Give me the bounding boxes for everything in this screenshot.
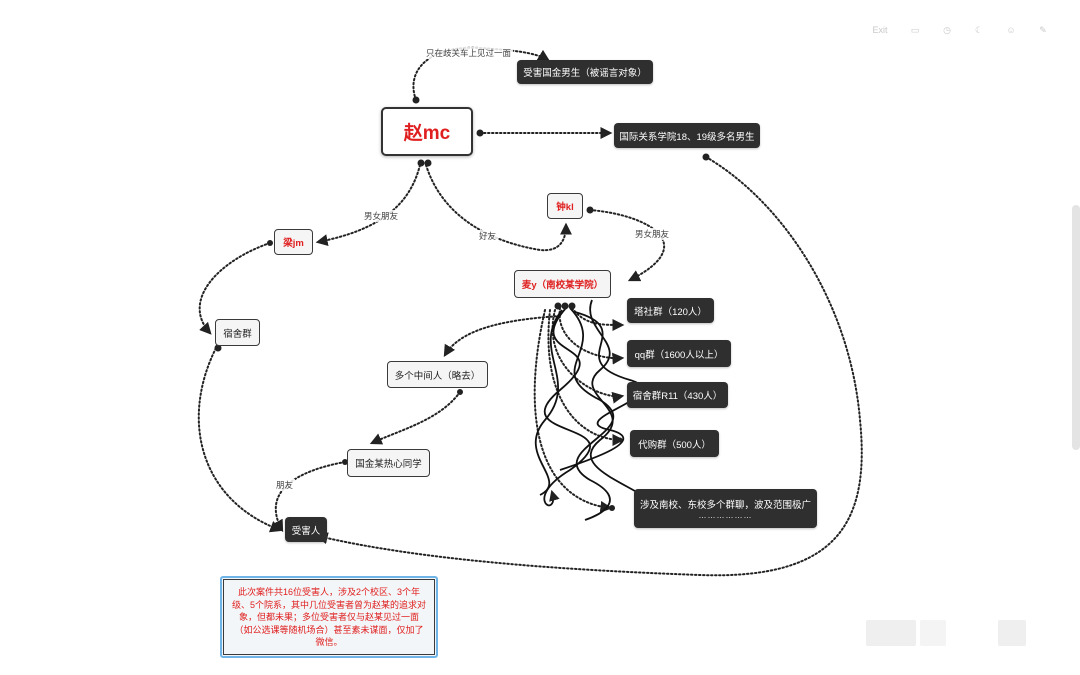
edge-mai-to-spread [533, 309, 613, 513]
edge-ir-to-victims [315, 156, 863, 577]
node-qq[interactable]: qq群（1600人以上） [627, 340, 731, 367]
node-dorm-group[interactable]: 宿舍群 [215, 319, 260, 346]
pin-icon[interactable]: ✎ [1039, 24, 1047, 35]
node-daigou[interactable]: 代购群（500人） [630, 430, 719, 457]
edge-dorm-to-victims [197, 347, 283, 533]
vertical-scrollbar[interactable] [1072, 205, 1080, 450]
node-tashe[interactable]: 塔社群（120人） [627, 298, 714, 323]
edge-mai-to-qq [558, 307, 625, 365]
top-toolbar: Exit ▭ ◷ ☾ ☺ ✎ [866, 22, 1054, 38]
edge-root-to-zhong [425, 164, 572, 252]
edge-label-friend2: 朋友 [274, 479, 296, 491]
edge-dot [267, 240, 273, 246]
node-victims[interactable]: 受害人 [285, 517, 327, 542]
node-dorm-r11[interactable]: 宿舍群R11（430人） [627, 382, 728, 408]
tangle-line-3 [589, 299, 652, 502]
edge-dot [342, 459, 348, 465]
watermark-block [920, 620, 946, 646]
tangle-line-1 [543, 307, 591, 507]
edge-dot [568, 302, 576, 310]
node-spread-label: 涉及南校、东校多个群聊，波及范围极广 [639, 500, 811, 511]
node-spread-dots: ……………… [698, 511, 753, 520]
node-spread[interactable]: 涉及南校、东校多个群聊，波及范围极广 ……………… [634, 489, 817, 528]
edge-mai-to-r11 [551, 309, 625, 404]
edge-dot [457, 389, 463, 395]
edge-dot [476, 129, 484, 137]
smiley-icon[interactable]: ☺ [1006, 25, 1016, 35]
clock-icon[interactable]: ◷ [943, 24, 951, 35]
edge-dot [412, 96, 420, 104]
node-liang[interactable]: 梁jm [274, 229, 313, 255]
tangle-line-4 [534, 309, 563, 496]
edge-dot [609, 505, 615, 511]
edge-label-friend: 好友 [477, 230, 499, 242]
tangle-line-2 [569, 307, 615, 521]
node-mai[interactable]: 麦y（南校某学院） [514, 270, 611, 298]
edge-root-to-liang [315, 164, 421, 247]
edge-label-bus: 只在歧关车上见过一面 [424, 47, 514, 59]
node-victim-target[interactable]: 受害国金男生（被谣言对象） [517, 60, 653, 84]
edge-dot [214, 344, 222, 352]
edge-dot [554, 302, 562, 310]
edge-dot [424, 159, 432, 167]
edge-dot [586, 206, 594, 214]
edge-dot [617, 437, 623, 443]
node-helper[interactable]: 国金某热心同学 [347, 449, 430, 477]
watermark-block [866, 620, 916, 646]
image-icon[interactable]: ▭ [910, 24, 920, 35]
edge-mai-to-daigou [547, 309, 625, 446]
edge-dot [702, 153, 710, 161]
edge-label-couple2: 男女朋友 [633, 228, 672, 240]
edge-mai-to-middlemen [443, 315, 561, 358]
edge-middlemen-to-helper [369, 391, 461, 445]
edge-dot [561, 302, 569, 310]
edge-liang-to-dorm [198, 242, 271, 335]
edge-label-couple1: 男女朋友 [362, 210, 401, 222]
root-node[interactable]: 赵mc [381, 107, 473, 156]
exit-button[interactable]: Exit [872, 25, 888, 35]
watermark-block [998, 620, 1026, 646]
node-middlemen[interactable]: 多个中间人（略去） [387, 361, 488, 388]
node-ir-students[interactable]: 国际关系学院18、19级多名男生 [614, 123, 760, 148]
node-zhong[interactable]: 钟kl [547, 193, 583, 219]
moon-icon[interactable]: ☾ [974, 24, 984, 35]
summary-note[interactable]: 此次案件共16位受害人，涉及2个校区、3个年级、5个院系，其中几位受害者曾为赵某… [220, 576, 438, 658]
edge-dot [417, 159, 425, 167]
